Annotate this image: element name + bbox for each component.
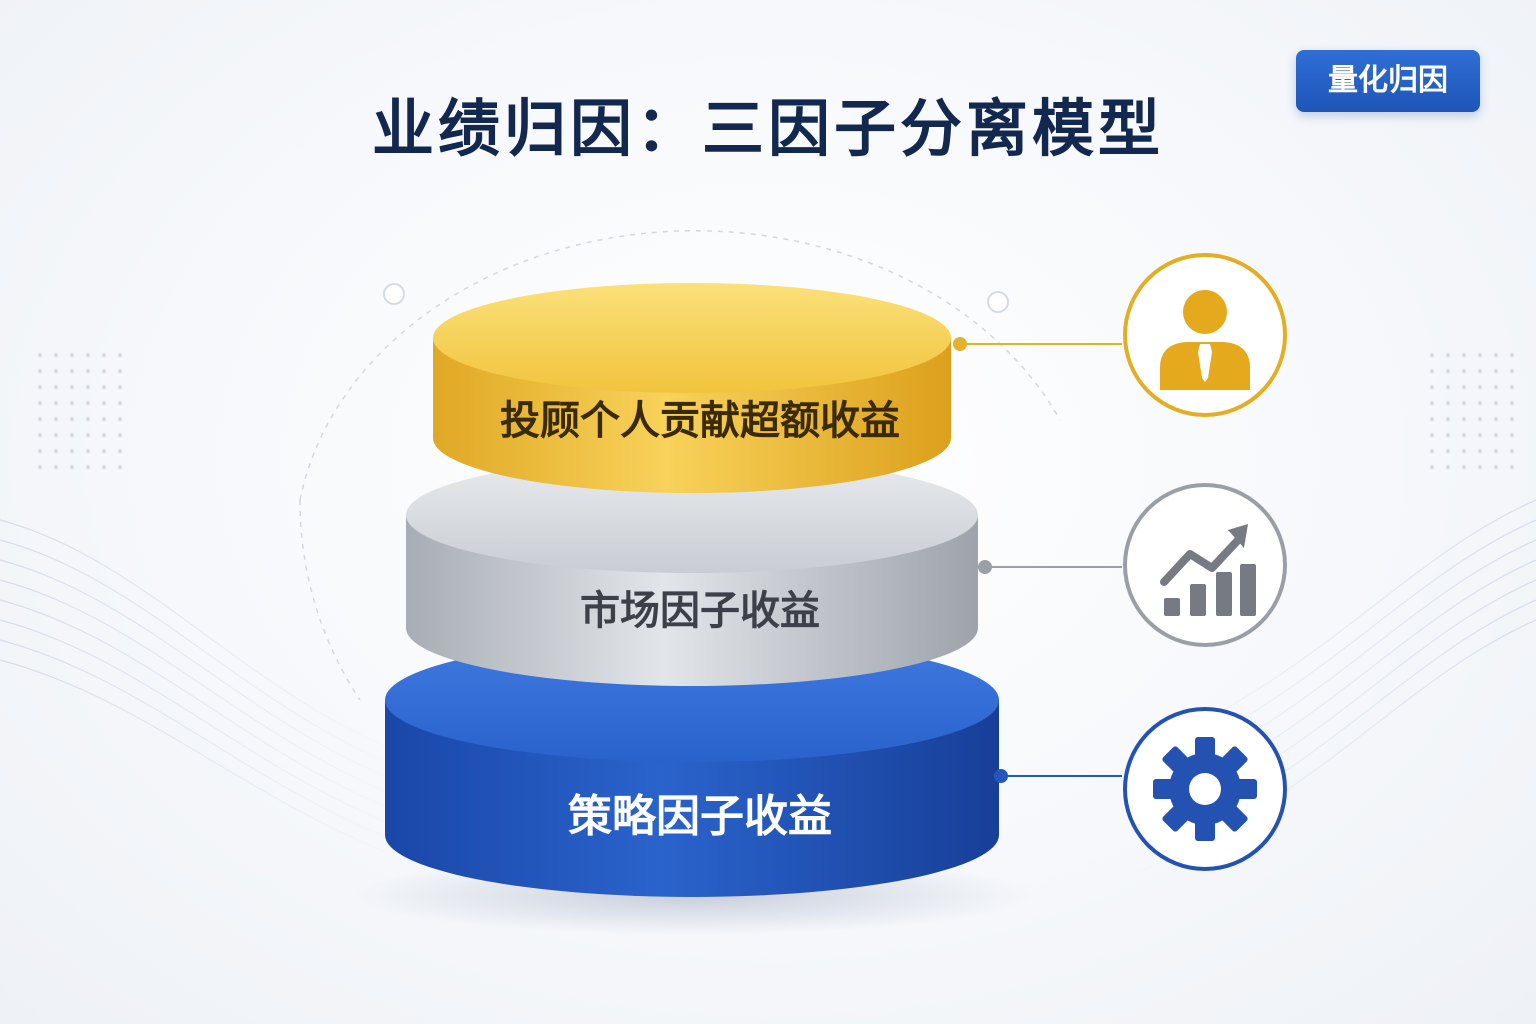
market-factor-label: 市场因子收益 [580, 588, 820, 634]
strategy-factor-label: 策略因子收益 [568, 791, 832, 842]
person-icon [1120, 250, 1290, 420]
connector-gold [953, 337, 1122, 351]
connector-blue [994, 769, 1122, 783]
gear-icon [1120, 704, 1290, 874]
category-badge: 量化归因 [1296, 50, 1480, 112]
connector-silver [978, 560, 1122, 574]
advisor-excess-cylinder [433, 283, 951, 493]
market-factor-cylinder [406, 457, 978, 686]
advisor-excess-label: 投顾个人贡献超额收益 [500, 398, 900, 444]
rising-chart-icon [1120, 480, 1290, 650]
page-title: 业绩归因：三因子分离模型 [371, 92, 1164, 165]
